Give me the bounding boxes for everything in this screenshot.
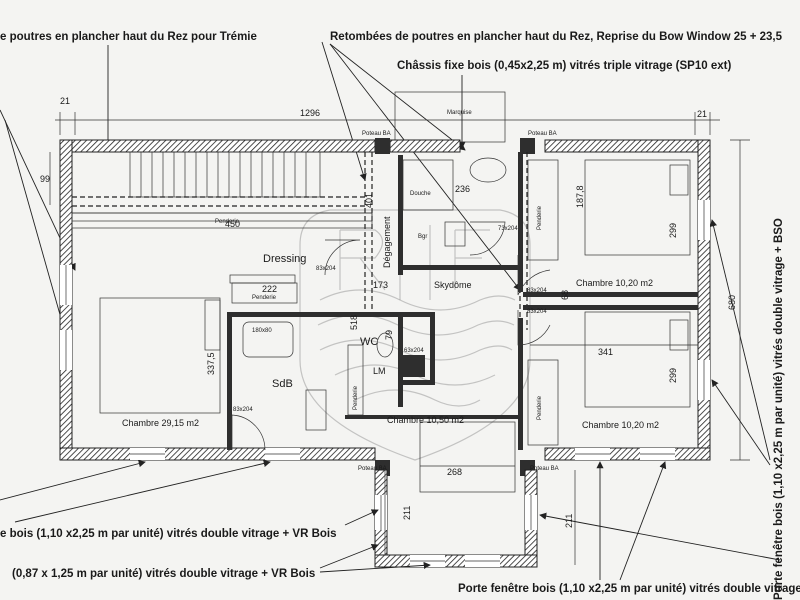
leader-bottom xyxy=(319,543,379,569)
door-size-tag: 73x204 xyxy=(498,226,518,232)
room-label-chambre-10-20-top: Chambre 10,20 m2 xyxy=(576,278,653,288)
penderie-label: Penderie xyxy=(537,395,543,420)
bed-chambre-10-20-top xyxy=(584,159,691,256)
room-label-chambre-10-20-bottom: Chambre 10,20 m2 xyxy=(582,420,659,430)
sink xyxy=(305,389,327,431)
leader-retombees-2 xyxy=(329,43,466,151)
room-label-degagement: Dégagement xyxy=(382,216,392,268)
svg-text:173: 173 xyxy=(373,280,388,290)
leader-bottom xyxy=(619,461,667,581)
leader-bottom xyxy=(14,459,271,523)
leader-bso-2 xyxy=(711,379,771,466)
bed-chambre-10-20-bottom xyxy=(584,311,691,408)
dim-99: 99 xyxy=(40,174,50,184)
marquise-label: Marquise xyxy=(447,110,472,116)
bgr-label: Bgr xyxy=(418,234,427,240)
svg-text:341: 341 xyxy=(598,347,613,357)
door-swing xyxy=(469,221,506,256)
room-label-sdb: SdB xyxy=(272,378,293,390)
shower-label: Douche xyxy=(410,191,431,197)
annotation-fenetre-vr-2: (0,87 x 1,25 m par unité) vitrés double … xyxy=(12,568,315,580)
leader-bso-3 xyxy=(539,512,781,561)
svg-text:68: 68 xyxy=(560,290,570,300)
poteau-ba-label: Poteau BA xyxy=(528,131,557,137)
leader-retombees-1 xyxy=(321,41,367,181)
dim-21-right: 21 xyxy=(697,109,707,119)
door-swing xyxy=(517,310,551,346)
leader-bottom xyxy=(0,460,146,501)
window-openings xyxy=(60,200,710,567)
annotation-fenetre-vr-1: e bois (1,10 x2,25 m par unité) vitrés d… xyxy=(0,528,337,540)
bathtub-size: 180x80 xyxy=(252,328,272,334)
penderie-label: Penderie xyxy=(215,219,240,225)
annotation-porte-fenetre: Porte fenêtre bois (1,10 x2,25 m par uni… xyxy=(458,583,800,595)
room-label-skydome: Skydôme xyxy=(434,280,472,290)
penderie-ch-1050 xyxy=(347,344,364,416)
leader-bso-1 xyxy=(709,219,771,461)
leader-left-2 xyxy=(4,119,72,351)
annotation-chassis-fixe: Châssis fixe bois (0,45x2,25 m) vitrés t… xyxy=(397,60,731,72)
penderie-dressing xyxy=(71,212,373,229)
door-size-tag: 63x204 xyxy=(404,348,424,354)
door-size-tag: 83x204 xyxy=(316,266,336,272)
top-dimension-chain: 21 1296 21 xyxy=(55,96,720,135)
room-label-wc: WC xyxy=(360,336,378,348)
shower xyxy=(402,159,454,211)
annotation-retombees: Retombées de poutres en plancher haut du… xyxy=(330,31,783,43)
room-label-dressing: Dressing xyxy=(263,253,306,265)
room-label-chambre-29: Chambre 29,15 m2 xyxy=(122,418,199,428)
svg-text:236: 236 xyxy=(455,184,470,194)
annotation-porte-fenetre-bso: Porte fenêtre bois (1,10 x2,25 m par uni… xyxy=(773,218,785,600)
interior-dimensions: 450 401 236 222 173 518 79 337,5 187,8 2… xyxy=(206,184,678,477)
dim-1296: 1296 xyxy=(300,108,320,118)
svg-text:401: 401 xyxy=(364,193,374,208)
penderie-label: Penderie xyxy=(353,385,359,410)
room-label-lm: LM xyxy=(373,366,386,376)
bathtub xyxy=(242,321,294,358)
door-size-tag: 83x204 xyxy=(527,309,547,315)
penderie-sdb xyxy=(231,282,298,304)
penderie-ch-top xyxy=(527,159,559,261)
penderie-ch-bottom xyxy=(527,359,559,446)
room-label-chambre-10-50: Chambre 10,50 m2 xyxy=(387,415,464,425)
poteau-ba-label: Poteau BA xyxy=(362,131,391,137)
door-size-tag: 83x204 xyxy=(527,288,547,294)
svg-text:337,5: 337,5 xyxy=(206,352,216,375)
toilet xyxy=(376,332,394,358)
leader-retombees-3 xyxy=(329,43,521,291)
leader-bottom xyxy=(344,509,379,526)
dim-21-left: 21 xyxy=(60,96,70,106)
bgr-unit xyxy=(444,221,466,247)
interior-walls xyxy=(71,152,698,450)
bed-chambre-29 xyxy=(99,297,221,414)
door-swing xyxy=(231,414,266,451)
poteau-ba-label: Poteau BA xyxy=(530,466,559,472)
poteau-ba-label: Poteau BA xyxy=(358,466,387,472)
basin xyxy=(469,157,507,183)
penderie-label: Penderie xyxy=(252,295,277,301)
bed-chambre-10-50 xyxy=(419,421,516,493)
door-size-tag: 83x204 xyxy=(233,407,253,413)
wc-duct xyxy=(403,355,425,377)
svg-text:299: 299 xyxy=(668,223,678,238)
svg-text:450: 450 xyxy=(225,219,240,229)
svg-text:222: 222 xyxy=(262,284,277,294)
svg-text:79: 79 xyxy=(384,330,394,340)
svg-text:268: 268 xyxy=(447,467,462,477)
dim-211-left: 211 xyxy=(402,506,412,520)
door-swing xyxy=(517,255,551,296)
leader-bottom xyxy=(319,561,431,573)
svg-text:299: 299 xyxy=(668,368,678,383)
svg-text:187,8: 187,8 xyxy=(575,185,585,208)
annotation-tremie: e poutres en plancher haut du Rez pour T… xyxy=(0,31,257,43)
stair-tremie xyxy=(129,151,321,198)
penderie-label: Penderie xyxy=(537,205,543,230)
svg-text:518: 518 xyxy=(349,315,359,330)
door-swing xyxy=(324,239,361,276)
